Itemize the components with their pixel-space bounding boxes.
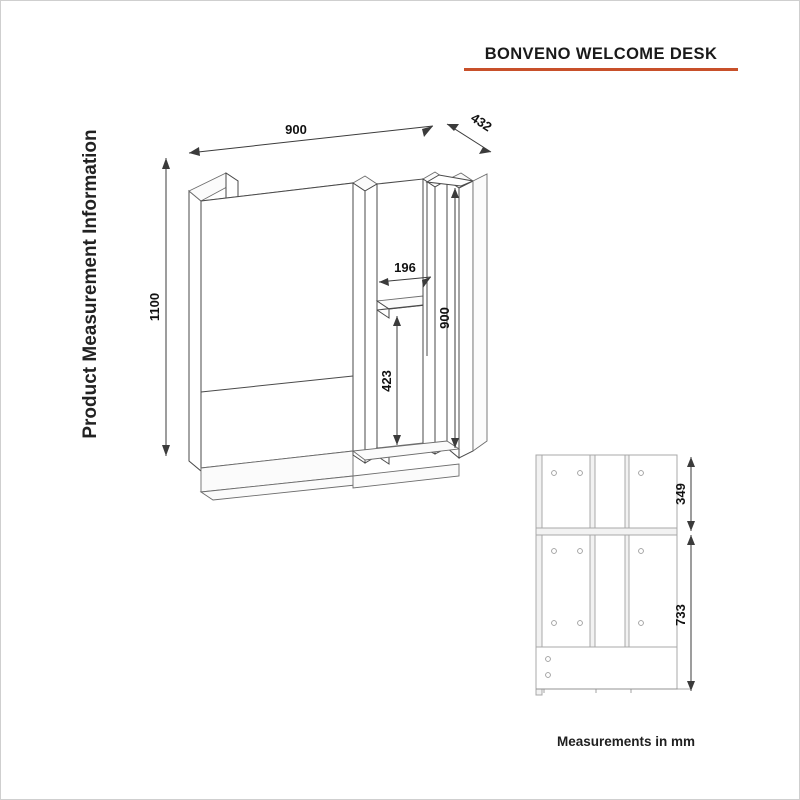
- dim-label-inner-height: 900: [437, 307, 452, 329]
- dim-label-niche-width: 196: [394, 260, 416, 275]
- dim-label-lower-section: 733: [673, 604, 688, 626]
- dim-label-upper-section: 349: [673, 483, 688, 505]
- title-block: BONVENO WELCOME DESK: [456, 45, 746, 71]
- dim-label-width: 900: [285, 122, 307, 137]
- side-label-product-measurement-information: Product Measurement Information: [80, 129, 101, 439]
- dim-label-height: 1100: [147, 293, 162, 321]
- dim-label-niche-height: 423: [379, 370, 394, 392]
- page-title: BONVENO WELCOME DESK: [484, 45, 718, 63]
- isometric-assembly-view: 900 432 1100 196 423 900: [147, 110, 495, 501]
- dim-label-depth: 432: [468, 110, 494, 134]
- measurement-units-caption: Measurements in mm: [556, 734, 696, 749]
- front-panel-view: 349 733: [535, 454, 695, 696]
- title-underline: [464, 68, 738, 71]
